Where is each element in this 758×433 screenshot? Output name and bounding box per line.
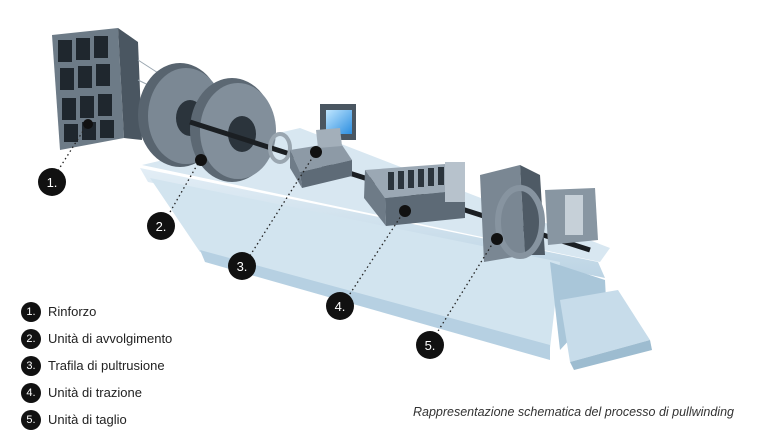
legend-label: Unità di avvolgimento [48, 331, 173, 346]
svg-text:5.: 5. [425, 338, 436, 353]
legend-item: 1. Rinforzo [21, 298, 172, 325]
winding-unit [138, 63, 276, 182]
svg-text:3.: 3. [237, 259, 248, 274]
legend-number: 4. [21, 382, 41, 403]
legend-label: Trafila di pultrusione [48, 358, 165, 373]
legend-label: Unità di taglio [48, 412, 127, 427]
legend-number: 5. [21, 409, 41, 430]
callout-badge-4: 4. [326, 292, 354, 320]
target-markers [83, 119, 503, 245]
reinforcement-rack [52, 28, 201, 150]
callout-badge-3: 3. [228, 252, 256, 280]
legend-item: 3. Trafila di pultrusione [21, 352, 172, 379]
callout-badge-2: 2. [147, 212, 175, 240]
diagram-caption: Rappresentazione schematica del processo… [412, 405, 734, 419]
pulling-unit [364, 162, 465, 226]
legend-number: 1. [21, 301, 41, 322]
legend: 1. Rinforzo 2. Unità di avvolgimento 3. … [21, 298, 172, 433]
legend-number: 2. [21, 328, 41, 349]
legend-number: 3. [21, 355, 41, 376]
legend-item: 2. Unità di avvolgimento [21, 325, 172, 352]
svg-text:2.: 2. [156, 219, 167, 234]
legend-item: 5. Unità di taglio [21, 406, 172, 433]
legend-label: Unità di trazione [48, 385, 142, 400]
legend-item: 4. Unità di trazione [21, 379, 172, 406]
svg-text:4.: 4. [335, 299, 346, 314]
pultrusion-die [268, 104, 356, 188]
callout-badge-5: 5. [416, 331, 444, 359]
cutting-unit [480, 165, 598, 262]
legend-label: Rinforzo [48, 304, 97, 319]
callout-badge-1: 1. [38, 168, 66, 196]
svg-text:1.: 1. [47, 175, 58, 190]
